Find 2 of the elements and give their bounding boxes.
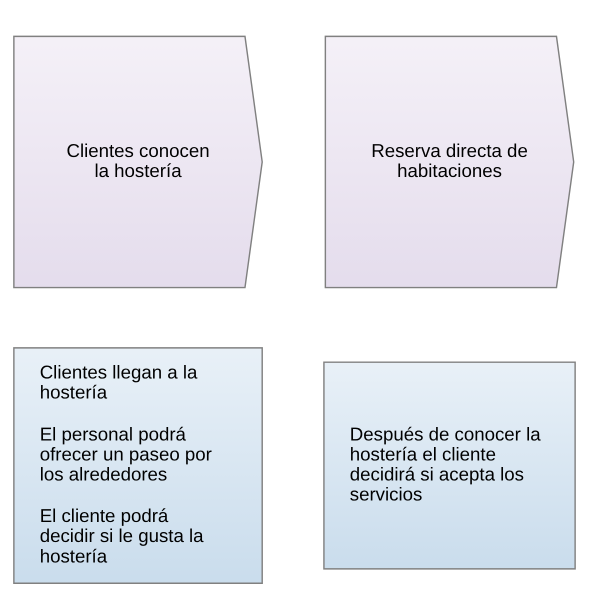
- node-box: Después de conocer la hostería el cliente decidirá si acepta los servicios: [323, 361, 576, 570]
- node-box: Clientes llegan a la hostería El personal podrá ofrecer un paseo por los alrededores El cliente podrá decidir si le gusta la hostería: [13, 347, 263, 584]
